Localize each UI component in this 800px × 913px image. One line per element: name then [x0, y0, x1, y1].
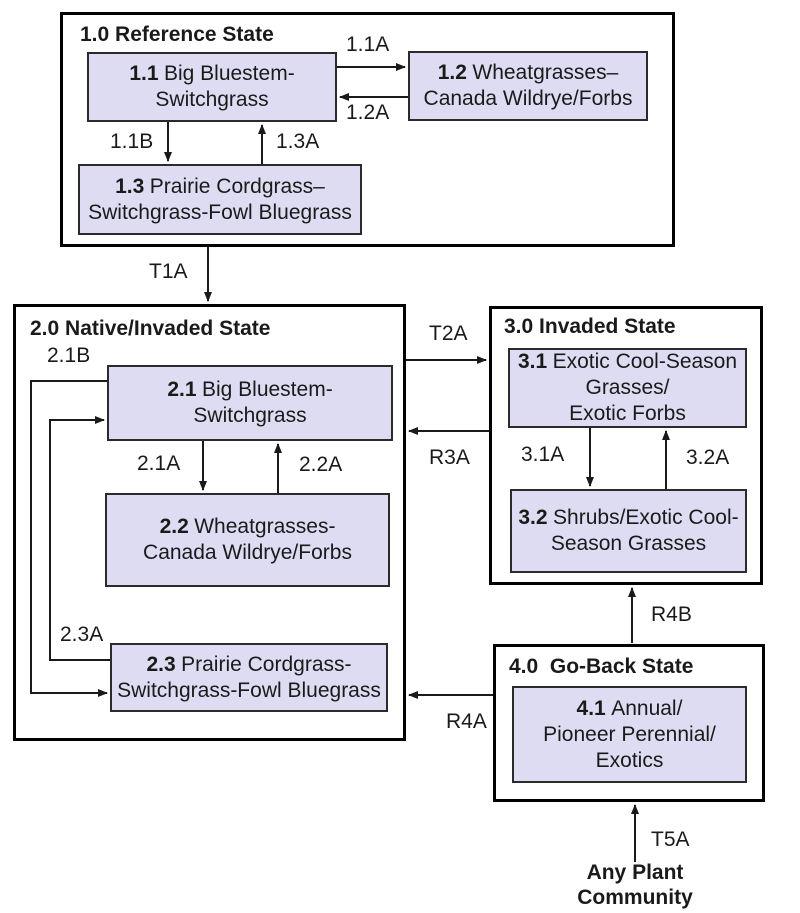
- community-name-line: Pioneer Perennial/: [543, 722, 716, 746]
- community-number: 3.2: [518, 506, 548, 529]
- transition-label-2-2a: 2.2A: [299, 453, 343, 476]
- transition-label-1-1a: 1.1A: [346, 33, 390, 56]
- transition-label-3-1a: 3.1A: [521, 443, 565, 466]
- community-name-line: Exotics: [595, 748, 664, 772]
- community-name-line: Switchgrass: [155, 88, 269, 111]
- community-name-line: Canada Wildrye/Forbs: [423, 87, 633, 110]
- transition-label-2-1b: 2.1B: [47, 344, 91, 367]
- arrow-2-3a: [49, 416, 110, 661]
- transition-label-r4a: R4A: [446, 710, 487, 733]
- community-number: 2.1: [167, 378, 197, 401]
- transition-label-r4b: R4B: [651, 603, 692, 626]
- community-name-line: Wheatgrasses-: [194, 515, 336, 538]
- transition-label-r3a: R3A: [429, 446, 470, 469]
- state-title-1-0: 1.0 Reference State: [80, 23, 274, 46]
- community-name-line: Grasses/: [585, 376, 670, 399]
- community-name-line: Switchgrass-Fowl Bluegrass: [88, 200, 352, 224]
- community-number: 2.3: [146, 652, 176, 676]
- community-name-line: Canada Wildrye/Forbs: [143, 541, 352, 564]
- community-name-line: Annual/: [611, 696, 683, 720]
- community-number: 4.1: [576, 696, 606, 720]
- state-title-3-0: 3.0 Invaded State: [504, 315, 676, 338]
- community-number: 1.3: [115, 174, 145, 198]
- community-number: 1.2: [437, 61, 467, 84]
- community-name-line: Switchgrass: [193, 404, 307, 427]
- transition-label-3-2a: 3.2A: [686, 446, 730, 469]
- community-number: 1.1: [129, 62, 159, 85]
- community-number: 2.2: [159, 515, 189, 538]
- transition-label-t1a: T1A: [149, 260, 188, 283]
- community-name-line: Big Bluestem-: [201, 378, 333, 401]
- transition-label-1-1b: 1.1B: [110, 130, 154, 153]
- community-name-line: Prairie Cordgrass–: [149, 174, 325, 198]
- community-name-line: Exotic Cool-Season: [552, 350, 738, 373]
- transition-label-2-1a: 2.1A: [137, 452, 181, 475]
- transition-label-1-2a: 1.2A: [346, 101, 390, 124]
- community-name-line: Season Grasses: [550, 532, 707, 555]
- community-name-line: Exotic Forbs: [569, 402, 686, 425]
- transition-label-t5a: T5A: [651, 828, 690, 851]
- arrow-2-1b: [30, 380, 108, 697]
- transition-label-2-3a: 2.3A: [60, 623, 104, 646]
- community-name-line: Big Bluestem-: [163, 62, 295, 85]
- any-plant-community-line: Any Plant: [586, 861, 684, 884]
- state-title-2-0: 2.0 Native/Invaded State: [30, 317, 271, 340]
- state-title-4-0: 4.0 Go-Back State: [509, 655, 694, 678]
- any-plant-community-note: Any Plant Community: [545, 860, 725, 910]
- community-number: 3.1: [517, 350, 548, 373]
- community-name-line: Switchgrass-Fowl Bluegrass: [117, 678, 381, 702]
- any-plant-community-line: Community: [577, 886, 693, 909]
- transition-label-t2a: T2A: [429, 322, 468, 345]
- community-name-line: Shrubs/Exotic Cool-: [553, 506, 739, 529]
- transition-label-1-3a: 1.3A: [276, 130, 320, 153]
- community-name-line: Prairie Cordgrass-: [181, 652, 352, 676]
- community-name-line: Wheatgrasses–: [472, 61, 619, 84]
